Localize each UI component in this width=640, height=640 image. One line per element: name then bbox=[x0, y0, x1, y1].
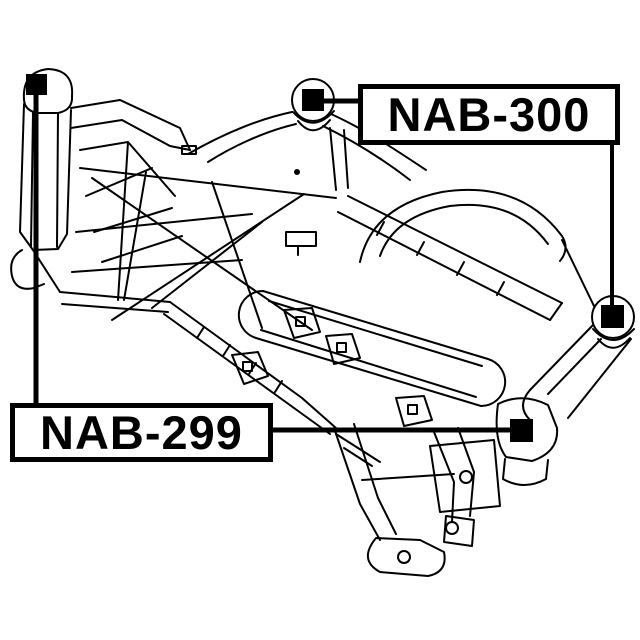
central-slot-opening bbox=[237, 289, 507, 408]
engine-mount-dome bbox=[359, 188, 595, 307]
part-label-nab-300[interactable]: NAB-300 bbox=[358, 84, 620, 145]
lower-rear-bracket bbox=[495, 397, 559, 486]
front-left-mount-tower bbox=[10, 68, 74, 293]
leader-lines bbox=[33, 92, 614, 433]
lower-rear-bushing-marker[interactable] bbox=[510, 419, 533, 442]
rear-right-bushing-marker[interactable] bbox=[601, 305, 624, 328]
front-left-bushing-marker[interactable] bbox=[26, 74, 47, 95]
part-label-nab-299[interactable]: NAB-299 bbox=[10, 403, 273, 462]
part-code-text: NAB-300 bbox=[387, 88, 591, 141]
lower-tails bbox=[333, 423, 501, 577]
mounting-pads bbox=[231, 307, 433, 427]
front-center-bushing-marker[interactable] bbox=[302, 89, 324, 111]
main-body-mesh bbox=[59, 167, 337, 435]
rear-right-bushing-assembly bbox=[522, 295, 635, 421]
part-code-text: NAB-299 bbox=[40, 406, 243, 459]
bushing-markers bbox=[26, 74, 624, 442]
upper-right-rail bbox=[337, 195, 563, 321]
